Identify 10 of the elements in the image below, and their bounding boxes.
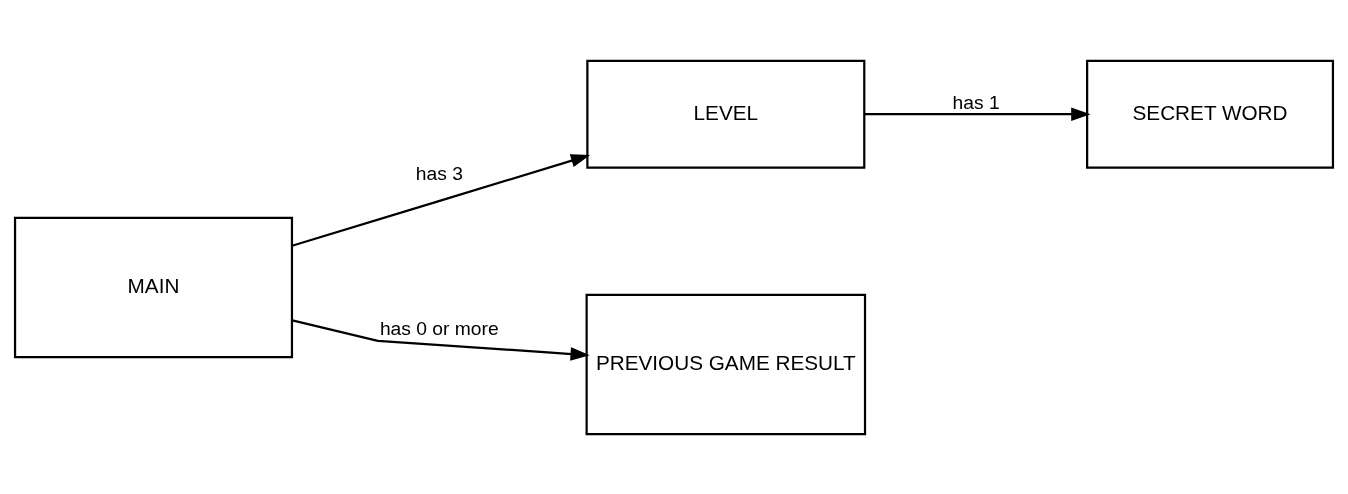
node-box: MAIN: [13, 216, 294, 358]
edge-label: has 3: [415, 162, 463, 184]
arrow: [864, 107, 1091, 121]
node-box: LEVEL: [586, 59, 866, 169]
arrow: [291, 153, 591, 247]
arrow: [292, 318, 590, 361]
edge-label: has 0 or more: [379, 317, 499, 339]
node-box: SECRET WORD: [1086, 59, 1335, 169]
node-box: PREVIOUS GAME RESULT: [585, 293, 867, 435]
edge-label: has 1: [952, 91, 1000, 113]
